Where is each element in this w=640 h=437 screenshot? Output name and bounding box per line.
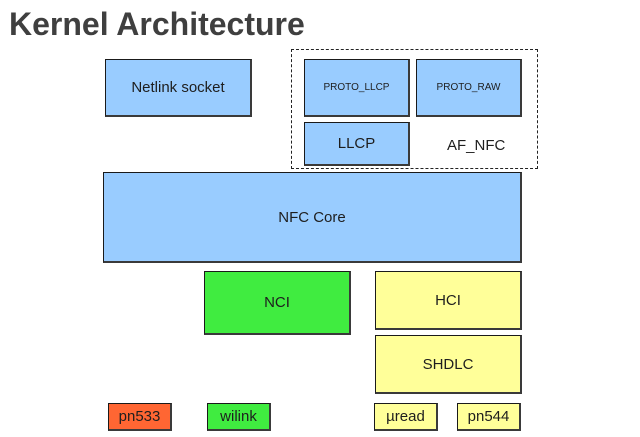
shdlc-block: SHDLC — [375, 335, 522, 394]
wilink-driver-block: wilink — [207, 403, 271, 431]
uread-driver-block: µread — [374, 403, 438, 431]
llcp-block: LLCP — [304, 122, 410, 166]
pn544-driver-block: pn544 — [457, 403, 521, 431]
af-nfc-label: AF_NFC — [447, 137, 506, 154]
nci-label: NCI — [264, 294, 290, 311]
pn533-label: pn533 — [118, 408, 161, 425]
nci-block: NCI — [204, 271, 351, 335]
page-title: Kernel Architecture — [9, 6, 305, 42]
netlink-socket-label: Netlink socket — [131, 79, 225, 96]
proto-raw-label: PROTO_RAW — [436, 82, 501, 93]
proto-llcp-block: PROTO_LLCP — [304, 59, 410, 117]
hci-block: HCI — [375, 271, 522, 330]
netlink-socket-block: Netlink socket — [105, 59, 252, 117]
pn544-label: pn544 — [467, 408, 510, 425]
nfc-core-block: NFC Core — [103, 172, 522, 263]
nfc-core-label: NFC Core — [278, 208, 346, 226]
hci-label: HCI — [435, 291, 461, 309]
pn533-driver-block: pn533 — [108, 403, 172, 431]
proto-llcp-label: PROTO_LLCP — [323, 82, 390, 93]
llcp-label: LLCP — [337, 135, 376, 152]
wilink-label: wilink — [220, 408, 257, 425]
af-nfc-group — [291, 49, 538, 169]
shdlc-label: SHDLC — [422, 355, 474, 373]
uread-label: µread — [386, 408, 425, 425]
proto-raw-block: PROTO_RAW — [416, 59, 522, 117]
